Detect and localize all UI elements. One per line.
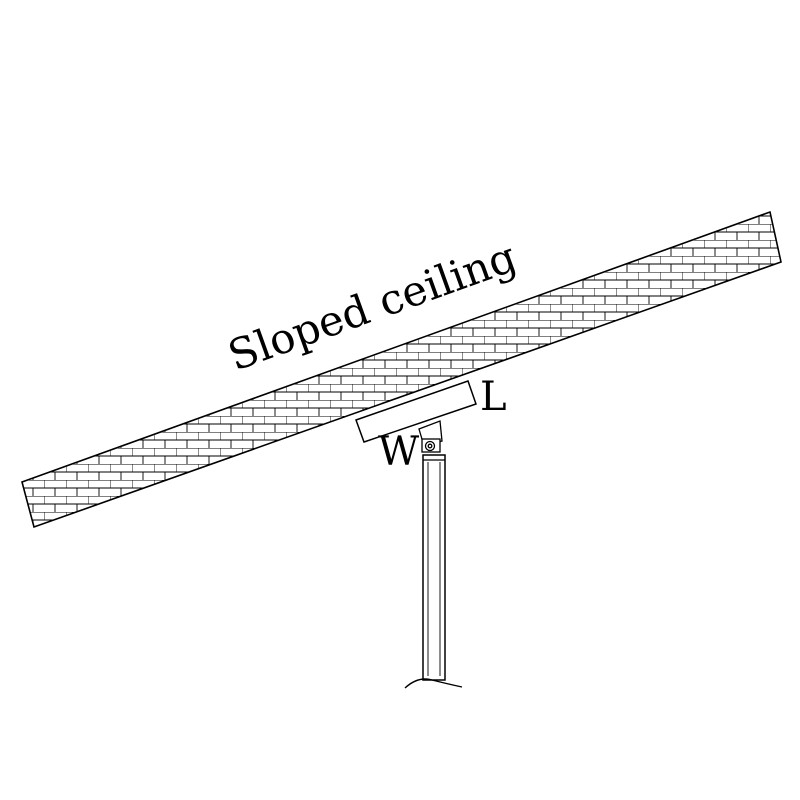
length-dimension-label: L xyxy=(480,374,507,420)
ceiling-brick-slab xyxy=(21,210,782,529)
pendant-downrod xyxy=(422,454,446,681)
pendant-fixture-top xyxy=(404,678,463,689)
width-dimension-label: W xyxy=(378,429,419,475)
ceiling-mounting-plate xyxy=(355,380,477,443)
sloped-ceiling xyxy=(21,210,782,529)
swivel-joint xyxy=(418,420,443,453)
